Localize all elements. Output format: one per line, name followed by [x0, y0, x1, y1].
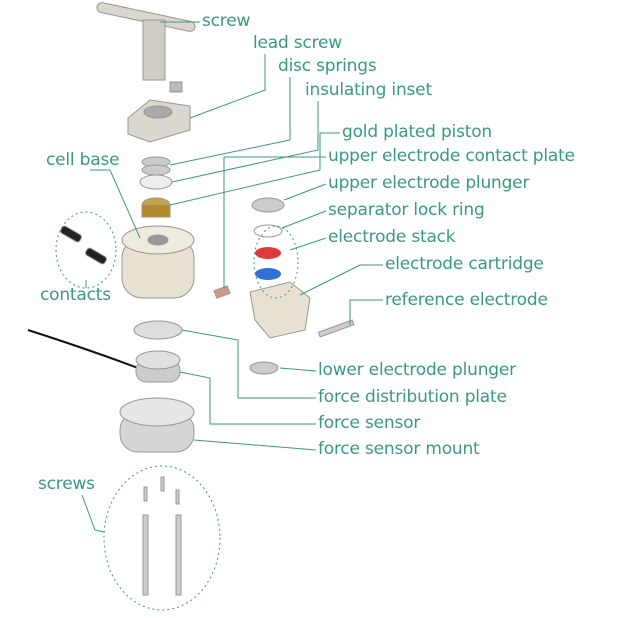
- label-lead-screw: lead screw: [253, 33, 342, 53]
- leader-line: [299, 264, 383, 296]
- separator-lock-ring: [253, 224, 283, 238]
- label-contacts: contacts: [40, 285, 111, 305]
- leader-line: [169, 132, 340, 206]
- label-electrode-cartridge: electrode cartridge: [385, 254, 544, 274]
- label-reference-electrode: reference electrode: [385, 290, 548, 310]
- leader-line: [283, 183, 327, 201]
- electrode-cartridge: [249, 281, 311, 339]
- label-upper-electrode-plunger: upper electrode plunger: [328, 173, 530, 193]
- label-separator-lock-ring: separator lock ring: [328, 200, 485, 220]
- leader-line: [193, 439, 317, 451]
- label-electrode-stack: electrode stack: [328, 227, 456, 247]
- contact-2: [85, 247, 107, 265]
- long-screw-1: [142, 514, 149, 596]
- label-force-sensor-mount: force sensor mount: [318, 439, 480, 459]
- label-gold-plated-piston: gold plated piston: [342, 122, 492, 142]
- leader-line: [279, 367, 317, 372]
- leader-line: [171, 101, 319, 183]
- leader-lines: [81, 21, 383, 533]
- label-disc-springs: disc springs: [278, 56, 377, 76]
- leader-line: [169, 77, 291, 166]
- label-lower-electrode-plunger: lower electrode plunger: [318, 360, 516, 380]
- electrode-red: [255, 247, 281, 259]
- electrode-blue: [255, 268, 281, 280]
- label-force-distribution-plate: force distribution plate: [318, 387, 507, 407]
- leader-line: [189, 54, 266, 119]
- label-cell-base: cell base: [46, 150, 120, 170]
- leader-line: [179, 371, 316, 425]
- label-upper-electrode-contact-plate: upper electrode contact plate: [328, 146, 575, 166]
- contact-1: [60, 225, 82, 243]
- contact-plate: [213, 285, 231, 299]
- leader-line: [81, 494, 105, 533]
- upper-electrode-plunger: [251, 197, 285, 213]
- label-force-sensor: force sensor: [318, 413, 421, 433]
- leader-line: [181, 329, 316, 399]
- long-screw-2: [175, 514, 182, 596]
- label-screw: screw: [202, 11, 251, 31]
- dashed-callouts: [55, 211, 299, 611]
- insulating-inset: [139, 174, 173, 190]
- label-screws: screws: [38, 474, 95, 494]
- leader-line: [281, 210, 327, 229]
- parts: [27, 2, 355, 596]
- nut: [169, 81, 183, 93]
- leader-line: [349, 299, 383, 325]
- reference-electrode: [317, 319, 355, 338]
- label-insulating-inset: insulating inset: [305, 80, 432, 100]
- lead-screw-block: [127, 99, 191, 143]
- force-distribution-plate: [133, 320, 183, 340]
- cable: [27, 329, 139, 369]
- screw-shaft: [142, 19, 166, 81]
- lower-electrode-plunger: [249, 361, 279, 375]
- leader-line: [90, 169, 141, 239]
- leader-line: [223, 156, 326, 288]
